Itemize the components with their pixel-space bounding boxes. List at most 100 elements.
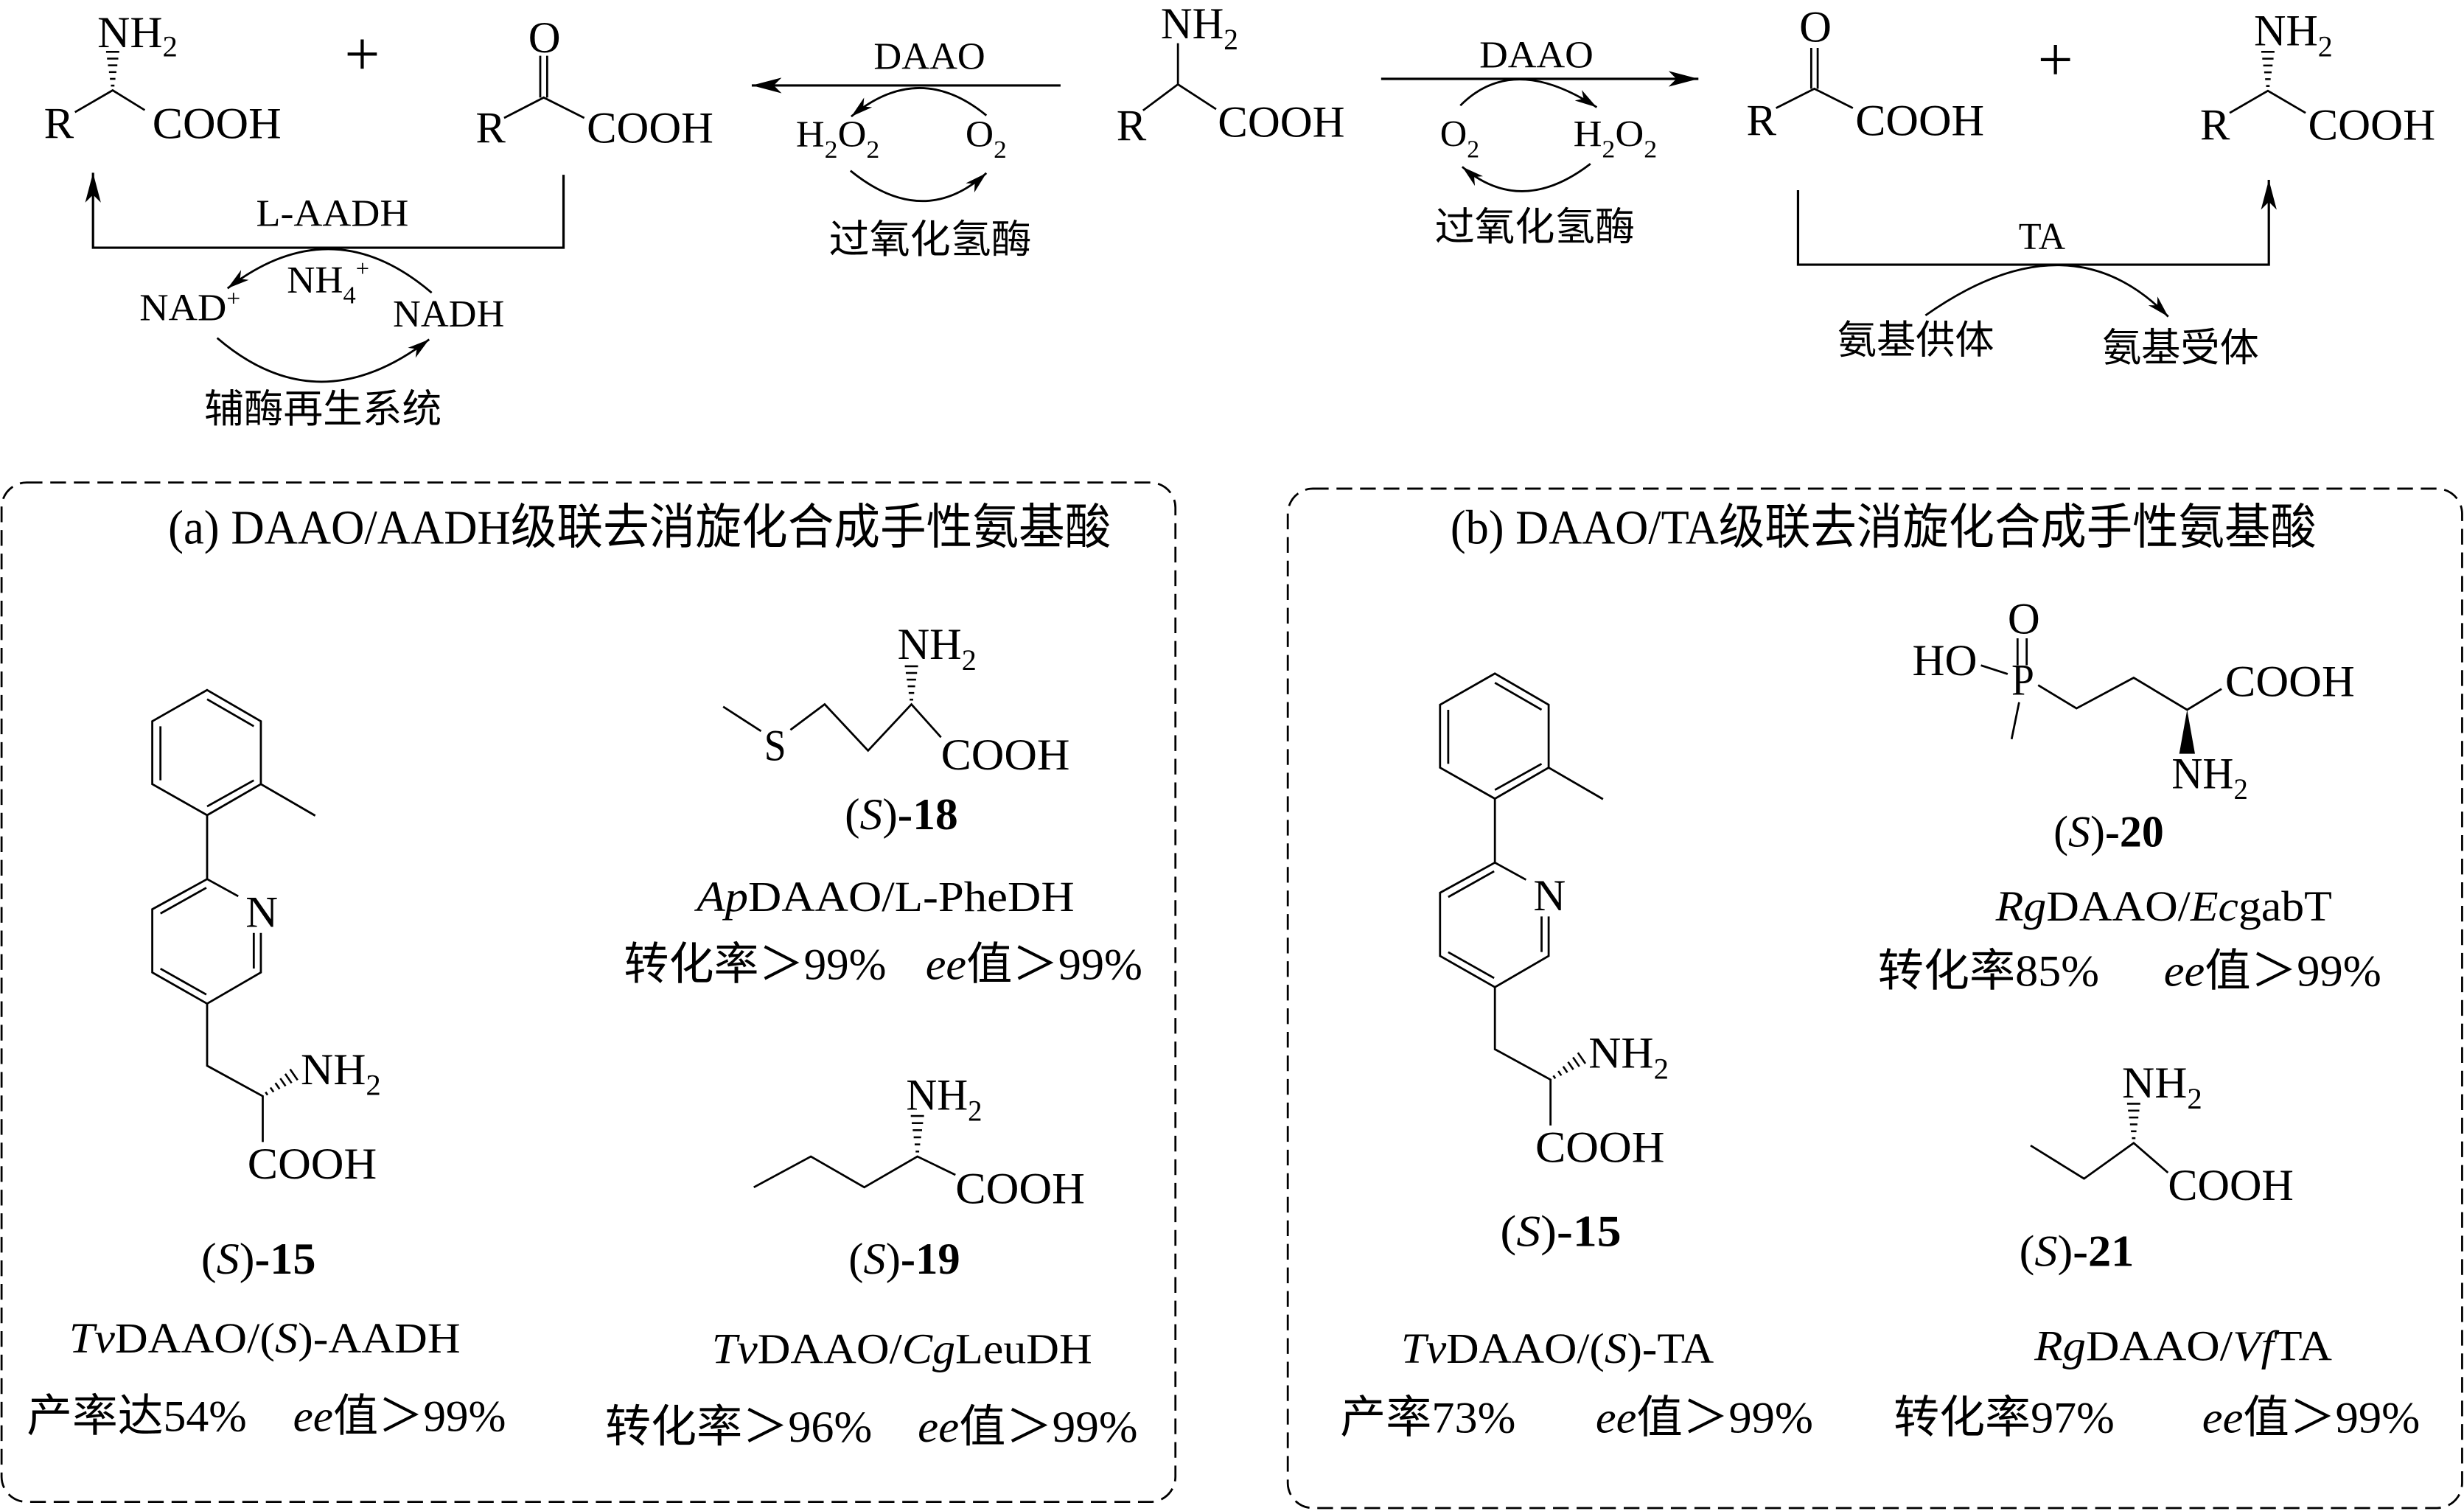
yield-value: 产率73% (1340, 1393, 1515, 1442)
right-l-amino-acid: NH2 R COOH (2200, 7, 2435, 150)
chain-bonds (2030, 1141, 2169, 1180)
ee-text: 值＞99% (966, 941, 1142, 990)
nadh-label: NADH (393, 293, 504, 335)
benzene-ring (1439, 672, 1550, 800)
amine-base: NH (97, 8, 162, 57)
panel-b: (b) DAAO/TA级联去消旋化合成手性氨基酸 N NH2 COOH (S)-… (1286, 487, 2463, 1510)
subscript: 2 (1644, 136, 1657, 164)
hashed-wedge-bond (2126, 1103, 2140, 1140)
ring-nitrogen-label: N (1533, 871, 1566, 921)
enzyme-text: DAAO/ (2046, 882, 2191, 930)
oxo-label: O (2008, 595, 2040, 644)
label-close: ) (882, 790, 897, 840)
compound-label: (S)-18 (845, 790, 958, 840)
conversion-value: 转化率＞96% (605, 1403, 872, 1452)
amine-label: NH2 (97, 8, 178, 63)
benzene-double-bonds (159, 698, 255, 808)
label-close: ) (1540, 1207, 1557, 1257)
methyl-bond (1548, 767, 1604, 800)
organism-abbrev: Tv (69, 1314, 116, 1362)
label-number: -15 (1557, 1207, 1622, 1257)
plus-sign: + (344, 19, 380, 88)
nad-label: NAD+ (139, 286, 240, 329)
carboxyl-label: COOH (153, 100, 282, 149)
nad-base: NAD (139, 287, 226, 329)
o-atom: O (1615, 114, 1644, 156)
o2-label: O2 (1440, 114, 1479, 164)
carboxyl-label: COOH (2308, 101, 2436, 150)
reaction-scheme: NH2 R COOH + O R COOH L-AADH NH4+ NAD+ N… (44, 0, 2436, 431)
label-close: ) (240, 1235, 255, 1284)
amine-label: NH2 (906, 1071, 982, 1128)
conversion-value: 转化率85% (1878, 947, 2099, 997)
compound-20-structure: O HO P COOH NH2 (1912, 595, 2354, 806)
carboxyl-label: COOH (1218, 97, 1344, 147)
hash-stroke (265, 1091, 269, 1096)
o-atom: O (966, 114, 994, 156)
label-config: S (217, 1235, 240, 1284)
ee-text: 值＞99% (2205, 947, 2381, 997)
label-open: ( (1500, 1207, 1516, 1257)
amine-label: NH2 (301, 1045, 381, 1102)
daao-label: DAAO (1479, 34, 1594, 77)
side-chain-bonds (1493, 987, 1552, 1126)
ee-value: ee值＞99% (2202, 1393, 2420, 1442)
h-atom: H (796, 114, 825, 156)
hash-stroke (274, 1082, 281, 1090)
chain-bonds (753, 1155, 956, 1189)
ammonium-base: NH (287, 259, 343, 301)
bond (1142, 43, 1217, 111)
subscript: 2 (866, 136, 879, 164)
subscript: 2 (1602, 136, 1615, 164)
ee-text: 值＞99% (2243, 1393, 2420, 1442)
hash-stroke (1562, 1066, 1568, 1073)
carboxyl-label: COOH (955, 1164, 1085, 1213)
ring-nitrogen-label: N (245, 887, 278, 937)
r-group-label: R (1117, 101, 1147, 150)
methyl-bond (722, 705, 762, 733)
chain-bonds (2037, 676, 2222, 711)
amine-subscript: 2 (1654, 1052, 1669, 1085)
nad-to-nadh-curved-arrow (216, 337, 430, 383)
compound-21-structure: NH2 COOH (2030, 1058, 2294, 1210)
compound-label: (S)-20 (2053, 808, 2164, 857)
organism-abbrev: Rg (2034, 1322, 2086, 1369)
benzene-ring (151, 688, 262, 817)
label-config: S (1516, 1207, 1540, 1257)
amine-base: NH (906, 1071, 968, 1120)
amino-donor-to-acceptor-curved-arrow (1924, 264, 2169, 318)
organism-abbrev: Ap (694, 873, 748, 921)
enzyme-system: TvDAAO/(S)-TA (1401, 1325, 1714, 1372)
config-italic: S (275, 1314, 298, 1362)
label-config: S (860, 790, 883, 840)
hydroxy-label: HO (1912, 636, 1977, 685)
bond (74, 88, 146, 114)
label-open: ( (2053, 808, 2068, 857)
amine-base: NH (2122, 1058, 2187, 1108)
ammonium-charge: + (356, 256, 369, 282)
pyridine-ring (151, 878, 262, 1005)
amine-subscript: 2 (962, 643, 977, 677)
compound-label: (S)-21 (2020, 1227, 2135, 1277)
o2-label: O2 (966, 114, 1007, 164)
r-group-label: R (1747, 96, 1777, 145)
amine-subscript: 2 (163, 30, 178, 63)
carboxyl-label: COOH (941, 730, 1070, 780)
solid-wedge-bond (2179, 709, 2195, 754)
ee-value: ee值＞99% (293, 1392, 506, 1441)
o-atom: O (838, 114, 867, 156)
amine-label: NH2 (898, 620, 977, 677)
ee-text: 值＞99% (959, 1403, 1137, 1452)
hash-stroke (1557, 1070, 1563, 1076)
compound-label: (S)-19 (848, 1235, 960, 1284)
enzyme-text: LeuDH (955, 1325, 1092, 1373)
ta-label: TA (2019, 215, 2066, 258)
hashed-wedge-bond (265, 1068, 299, 1096)
amine-base: NH (2171, 749, 2233, 798)
hash-stroke (269, 1086, 275, 1093)
compound-label: (S)-15 (201, 1235, 316, 1284)
phosphorus-label: P (2011, 656, 2034, 705)
amino-acceptor-label: 氨基受体 (2102, 327, 2259, 370)
